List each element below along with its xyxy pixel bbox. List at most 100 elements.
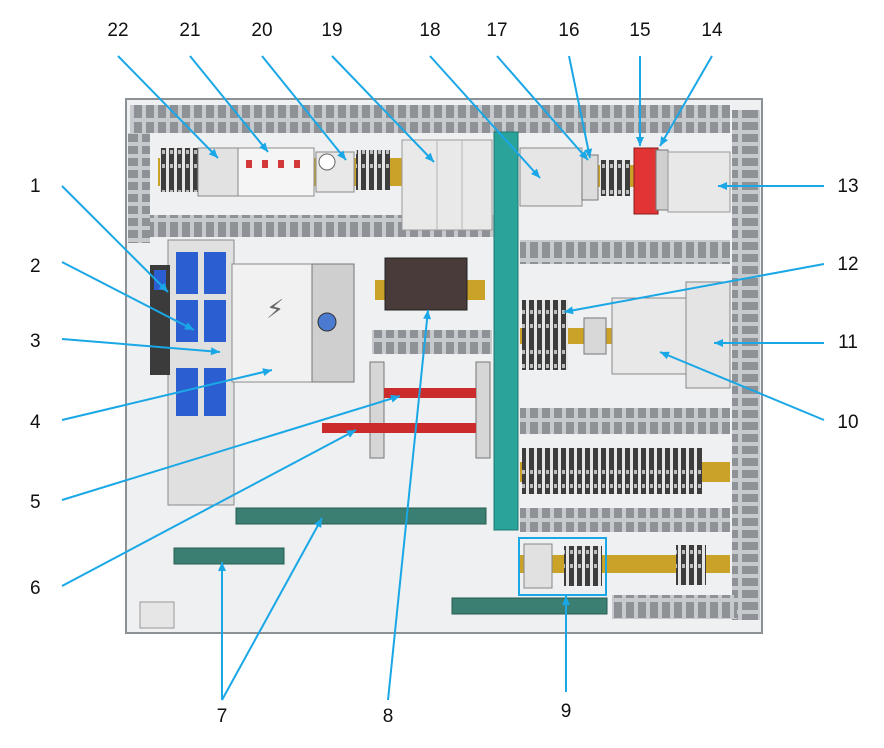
leader-line-18 xyxy=(429,55,541,179)
callout-label-14: 14 xyxy=(701,20,723,41)
callout-label-3: 3 xyxy=(30,331,41,352)
callout-label-17: 17 xyxy=(486,20,507,41)
leader-arrowhead-5 xyxy=(390,394,400,403)
leader-arrowhead-21 xyxy=(259,142,268,152)
callout-label-2: 2 xyxy=(30,256,41,277)
terminal-row xyxy=(522,448,702,494)
relay-module xyxy=(583,317,607,355)
busbar-6 xyxy=(322,423,476,433)
leader-arrowhead-17 xyxy=(579,150,588,160)
busbar-support-left xyxy=(369,361,385,459)
leader-arrowhead-7 xyxy=(314,518,322,528)
leader-line-20 xyxy=(261,55,347,161)
callout-label-4: 4 xyxy=(30,412,41,433)
leader-arrowhead-22 xyxy=(208,148,218,158)
terminal-block-right xyxy=(676,545,706,585)
leader-line-16 xyxy=(568,55,591,159)
leader-arrowhead-12 xyxy=(564,306,574,315)
switch-handle xyxy=(317,312,337,332)
leader-arrowhead-14 xyxy=(660,136,668,146)
din-rail-7a xyxy=(173,547,285,565)
callout-label-21: 21 xyxy=(179,20,200,41)
busbar-5 xyxy=(384,388,476,398)
module-9 xyxy=(523,543,553,589)
center-mini-duct xyxy=(372,330,492,354)
busbar-support-right xyxy=(475,361,491,459)
leader-arrowhead-4 xyxy=(262,368,272,376)
callout-label-1: 1 xyxy=(30,176,41,197)
leader-arrowhead-3 xyxy=(210,347,220,356)
vertical-cable-channel xyxy=(493,131,519,531)
right-row-duct-2 xyxy=(520,408,730,434)
leader-line-10 xyxy=(659,351,825,421)
right-row-duct-3 xyxy=(520,508,730,532)
leader-arrowhead-18 xyxy=(531,168,540,178)
leader-arrowhead-15 xyxy=(636,137,644,146)
surge-arresters-8 xyxy=(384,257,468,311)
leader-line-14 xyxy=(659,55,713,147)
leader-arrowhead-19 xyxy=(424,152,434,162)
leader-line-3 xyxy=(61,338,221,353)
leader-arrowhead-11 xyxy=(714,339,723,347)
lightning-symbol: ⚡ xyxy=(266,295,284,325)
din-rail-7b xyxy=(235,507,487,525)
right-wire-duct xyxy=(732,110,760,620)
leader-line-8 xyxy=(387,309,429,701)
callout-label-22: 22 xyxy=(107,20,128,41)
module-18 xyxy=(519,147,583,207)
callout-label-6: 6 xyxy=(30,578,41,599)
right-row-duct-1 xyxy=(520,240,730,264)
callout-label-18: 18 xyxy=(419,20,440,41)
din-rail-bottom xyxy=(451,597,608,615)
callout-label-5: 5 xyxy=(30,492,41,513)
callout-label-9: 9 xyxy=(561,701,572,722)
top-wire-duct xyxy=(130,105,730,133)
leader-line-2 xyxy=(61,261,195,331)
terminal-block-9 xyxy=(564,546,602,586)
device-11 xyxy=(685,281,731,389)
callout-label-16: 16 xyxy=(558,20,579,41)
leader-line-19 xyxy=(331,55,435,163)
leader-line-4 xyxy=(61,369,273,421)
leader-line-7-2 xyxy=(221,517,323,701)
leader-arrowhead-1 xyxy=(158,282,168,292)
leader-arrowhead-7 xyxy=(218,562,226,571)
bottom-right-duct xyxy=(612,595,737,619)
leader-arrowhead-13 xyxy=(718,182,727,190)
relay-17 xyxy=(581,154,599,201)
callout-label-19: 19 xyxy=(321,20,342,41)
terminal-block-16 xyxy=(600,160,630,196)
leader-arrowhead-6 xyxy=(346,430,356,438)
small-box xyxy=(139,601,175,629)
leader-line-21 xyxy=(189,55,269,153)
leader-arrowhead-16 xyxy=(584,148,593,158)
module-22 xyxy=(197,147,239,197)
callout-label-8: 8 xyxy=(383,706,394,727)
leader-lines xyxy=(61,55,825,701)
blue-fuses xyxy=(176,252,226,416)
callout-label-7: 7 xyxy=(217,706,228,727)
leader-arrowhead-2 xyxy=(184,322,194,330)
terminal-block-topleft xyxy=(160,148,198,192)
leader-arrowhead-8 xyxy=(423,310,432,320)
left-wire-duct xyxy=(128,133,150,243)
highlight-box-9 xyxy=(518,537,607,596)
leader-arrowhead-20 xyxy=(337,150,346,160)
leader-line-22 xyxy=(117,55,219,159)
callout-label-15: 15 xyxy=(629,20,650,41)
main-switch-4 xyxy=(231,263,313,383)
leader-line-6 xyxy=(61,429,357,587)
callout-label-20: 20 xyxy=(251,20,272,41)
breakers-21 xyxy=(237,147,315,197)
device-20-dial xyxy=(318,153,336,171)
red-device-15 xyxy=(633,147,659,215)
leader-line-5 xyxy=(61,395,401,501)
callout-label-11: 11 xyxy=(838,332,858,353)
enclosure-13 xyxy=(667,151,731,213)
power-supply-10 xyxy=(611,297,689,375)
terminal-block-20 xyxy=(356,150,390,190)
leader-line-12 xyxy=(563,263,825,313)
callout-label-10: 10 xyxy=(837,412,858,433)
breaker-handles xyxy=(246,160,300,168)
